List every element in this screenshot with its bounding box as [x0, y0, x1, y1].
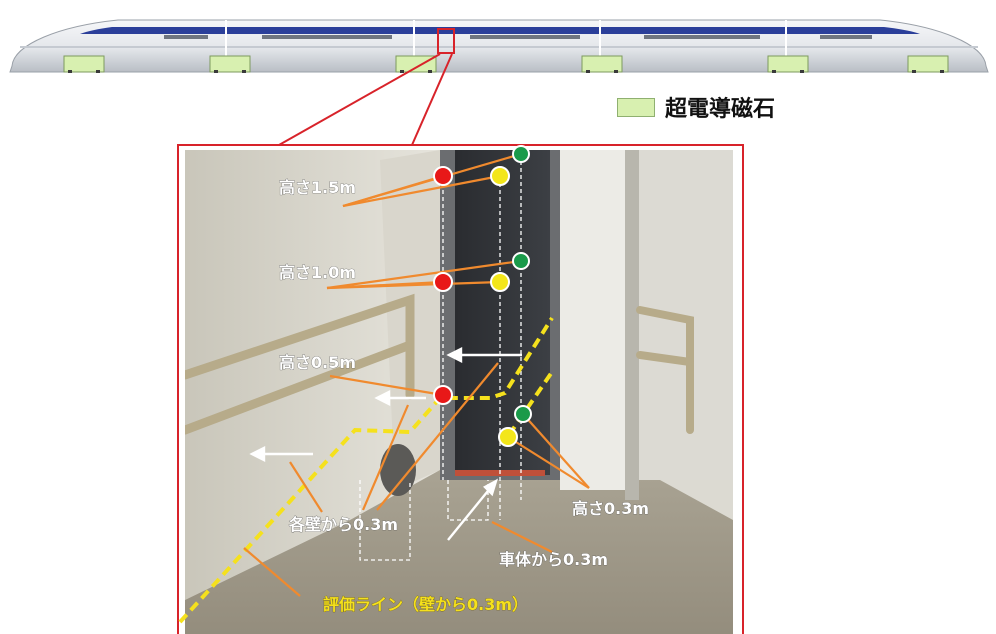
point-yellow-1.0m	[490, 272, 510, 292]
door-opening	[455, 150, 550, 475]
offset-arrows	[249, 347, 522, 541]
right-corner	[625, 150, 639, 500]
point-yellow-0.3m	[498, 427, 518, 447]
zoom-callout	[278, 28, 455, 146]
point-green-1.5m	[512, 145, 530, 163]
train-belt-line	[20, 46, 978, 48]
zoom-line-right	[411, 53, 453, 146]
floor	[185, 470, 733, 634]
magnet-block	[581, 55, 623, 73]
legend: 超電導磁石	[617, 91, 775, 123]
point-green-0.3m	[514, 405, 532, 423]
point-red-1.0m	[433, 272, 453, 292]
window-row	[820, 35, 872, 39]
magnet-block	[63, 55, 105, 73]
right-wall-panel	[560, 150, 630, 490]
zoom-source-box	[437, 28, 455, 54]
label-height-0.5m: 高さ0.5m	[279, 353, 356, 372]
window-row	[644, 35, 760, 39]
label-height-0.3m: 高さ0.3m	[572, 499, 649, 518]
label-height-1.5m: 高さ1.5m	[279, 178, 356, 197]
label-height-1.0m: 高さ1.0m	[279, 263, 356, 282]
train-window-stripe	[80, 27, 920, 34]
point-red-1.5m	[433, 166, 453, 186]
left-handrails	[185, 293, 415, 435]
label-evaluation-line: 評価ライン（壁から0.3m）	[323, 595, 528, 614]
label-from-each-wall: 各壁から0.3m	[288, 515, 398, 534]
window-row	[164, 35, 208, 39]
measurement-points	[433, 145, 532, 447]
point-yellow-1.5m	[490, 166, 510, 186]
legend-label: 超電導磁石	[665, 97, 776, 122]
evaluation-line-right	[507, 370, 554, 437]
window-row	[262, 35, 392, 39]
point-green-1.0m	[512, 252, 530, 270]
point-red-0.5m	[433, 385, 453, 405]
zoom-line-left	[278, 53, 441, 146]
train-illustration	[9, 19, 989, 73]
right-handrails	[636, 306, 694, 434]
vestibule-photo	[185, 150, 733, 634]
magnet-block	[395, 55, 437, 73]
superconducting-magnets	[63, 55, 949, 73]
legend-magnet-swatch	[617, 97, 655, 117]
callout-leader-lines	[243, 152, 590, 597]
left-wall	[185, 150, 440, 600]
magnet-block	[767, 55, 809, 73]
floor-object	[380, 444, 416, 496]
magnet-block	[209, 55, 251, 73]
window-row	[470, 35, 580, 39]
magnet-block	[907, 55, 949, 73]
label-from-car-body: 車体から0.3m	[499, 550, 608, 569]
